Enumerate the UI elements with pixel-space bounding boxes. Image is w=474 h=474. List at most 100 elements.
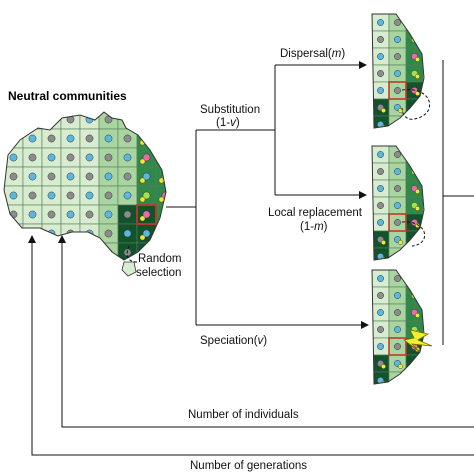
individual-dot — [161, 153, 166, 162]
individual-dot — [415, 381, 420, 384]
grid-cell — [4, 112, 24, 130]
individual-dot — [394, 168, 401, 175]
individual-dot — [66, 210, 75, 219]
grid-cell — [155, 112, 166, 130]
individual-dot — [415, 23, 420, 28]
individual-dot — [411, 253, 418, 260]
individual-dot — [377, 219, 384, 226]
individual-dot — [381, 240, 386, 245]
individual-dot — [47, 115, 56, 124]
individual-dot — [9, 134, 18, 143]
individual-dot — [394, 121, 401, 128]
australia-outline — [3, 111, 167, 261]
individuals-loop-arrow — [58, 235, 474, 428]
grid-cell — [405, 371, 424, 384]
individual-dot — [142, 191, 151, 200]
individual-dot — [104, 210, 113, 219]
individual-dot — [139, 120, 146, 127]
individual-dot — [123, 229, 132, 238]
individual-dot — [104, 229, 113, 238]
individual-dot — [377, 151, 384, 158]
grid-cell — [41, 112, 62, 130]
individual-dot — [415, 257, 420, 260]
individual-dot — [104, 248, 113, 257]
grid-cell — [60, 242, 81, 260]
dispersal-source-loop — [401, 89, 430, 120]
random-selection-label-line2: selection — [136, 267, 181, 279]
individual-dot — [398, 125, 403, 128]
individual-dot — [66, 248, 75, 257]
individual-dot — [377, 53, 384, 60]
individual-dot — [377, 343, 384, 350]
tasmania-outline — [121, 261, 137, 277]
individual-dot — [123, 191, 132, 200]
individual-dot — [9, 229, 18, 238]
individual-dot — [398, 364, 403, 369]
generations-loop-label: Number of generations — [190, 460, 307, 472]
coast-outline — [371, 145, 425, 261]
individual-dot — [158, 196, 165, 203]
individual-dot — [161, 210, 166, 219]
individual-dot — [47, 248, 56, 257]
local-replacement-label: Local replacement — [268, 207, 363, 219]
dispersal-outcome-map — [371, 13, 425, 129]
individual-dot — [394, 185, 401, 192]
individual-dot — [377, 202, 384, 209]
individual-dot — [381, 364, 386, 369]
individual-dot — [161, 229, 166, 238]
individual-dot — [377, 36, 384, 43]
individual-dot — [28, 134, 37, 143]
individual-dot — [9, 153, 18, 162]
individual-dot — [28, 115, 37, 124]
individual-dot — [415, 223, 420, 228]
individual-dot — [394, 202, 401, 209]
grid-cell — [405, 14, 424, 32]
individual-dot — [394, 219, 401, 226]
generations-loop-arrow — [28, 235, 474, 456]
individual-dot — [28, 153, 37, 162]
grid-cell — [136, 112, 157, 130]
grid-cell — [405, 354, 424, 373]
individual-dot — [377, 275, 384, 282]
individual-dot — [415, 313, 420, 318]
individual-dot — [142, 229, 151, 238]
target-cell-highlight — [388, 81, 407, 100]
individuals-loop-label: Number of individuals — [188, 409, 299, 421]
selected-cell-highlight — [136, 204, 157, 225]
local-replacement-outcome-map — [371, 145, 425, 261]
individual-dot — [66, 134, 75, 143]
individual-dot — [377, 19, 384, 26]
individual-dot — [104, 134, 113, 143]
individual-dot — [394, 53, 401, 60]
grid-cell — [98, 242, 119, 260]
individual-dot — [123, 134, 132, 143]
grid-cell — [405, 230, 424, 249]
individual-dot — [377, 168, 384, 175]
grid-cell — [79, 242, 100, 260]
individual-dot — [394, 253, 401, 260]
individual-dot — [47, 153, 56, 162]
grid-cell — [405, 30, 424, 49]
individual-dot — [411, 19, 418, 26]
individual-dot — [411, 151, 418, 158]
grid-cell — [155, 223, 166, 244]
grid-cell — [4, 223, 24, 244]
dispersal-label: Dispersal(m) — [280, 48, 345, 60]
target-cell-highlight — [388, 213, 407, 232]
individual-dot — [66, 172, 75, 181]
individual-dot — [394, 309, 401, 316]
individual-dot — [85, 172, 94, 181]
individual-dot — [394, 292, 401, 299]
individual-dot — [123, 210, 132, 219]
individual-dot — [142, 134, 151, 143]
grid-cell — [60, 223, 81, 244]
local-replacement-param: (1-m) — [300, 221, 328, 233]
individual-dot — [28, 210, 37, 219]
replacement-source-loop — [401, 221, 426, 247]
individual-dot — [377, 292, 384, 299]
grid-cell — [155, 166, 166, 187]
grid-cell — [79, 223, 100, 244]
individual-dot — [142, 153, 151, 162]
grid-cell — [388, 115, 407, 128]
